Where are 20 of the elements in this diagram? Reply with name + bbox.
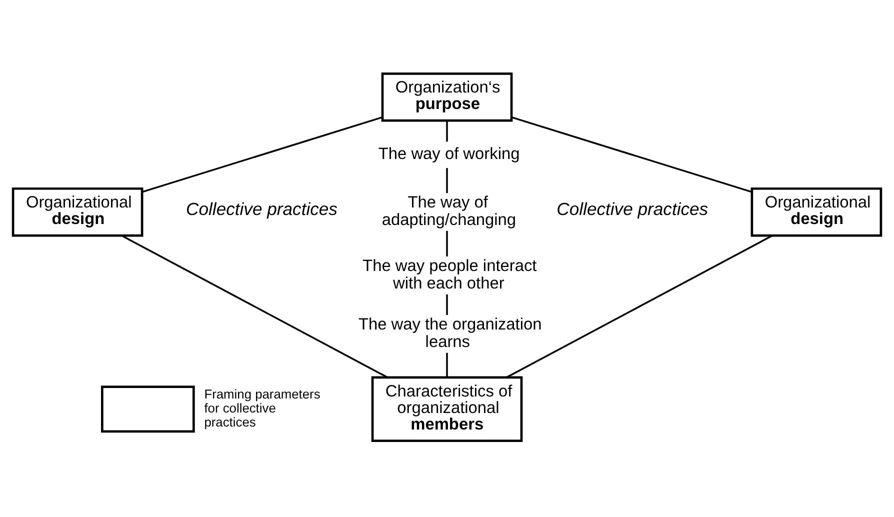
connector bbox=[121, 234, 388, 378]
connector bbox=[446, 168, 448, 193]
node-box: Organization‘s purpose bbox=[381, 72, 513, 122]
node-box: Organizational design bbox=[750, 186, 882, 236]
connector bbox=[446, 352, 448, 377]
connector bbox=[446, 120, 448, 142]
node-text: The way people interact with each other bbox=[362, 256, 537, 292]
connector bbox=[142, 116, 382, 192]
connector bbox=[446, 294, 448, 314]
label: Collective practices bbox=[186, 198, 338, 219]
node-text: The way the organization learns bbox=[358, 315, 542, 351]
connector bbox=[512, 116, 752, 192]
node-box: Characteristics of organizational members bbox=[371, 376, 523, 442]
node-box: Organizational design bbox=[12, 186, 144, 236]
connector bbox=[446, 230, 448, 256]
legend-label: Framing parameters for collective practices bbox=[204, 386, 320, 429]
node-text: The way of adapting/changing bbox=[382, 193, 516, 229]
connector bbox=[506, 234, 773, 378]
label: Collective practices bbox=[556, 198, 708, 219]
node-text: The way of working bbox=[378, 144, 520, 162]
